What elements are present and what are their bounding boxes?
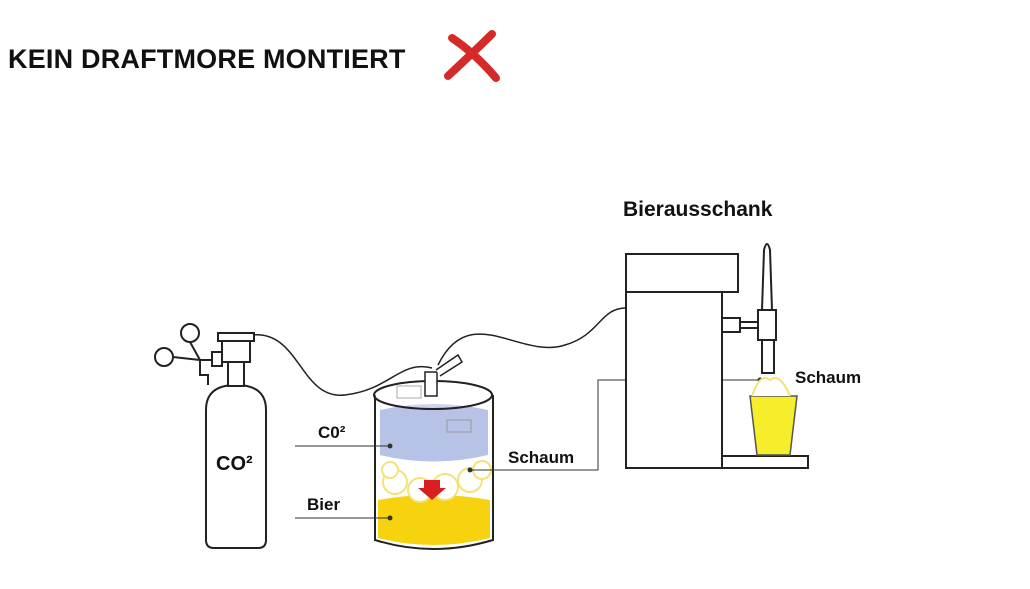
beer-tap: [625, 243, 809, 469]
keg-beer-label: Bier: [307, 495, 341, 514]
tank-label: CO²: [216, 453, 253, 475]
glass-foam-label: Schaum: [795, 368, 862, 387]
co2-hose: [251, 334, 433, 396]
keg-co2-label: C0²: [318, 423, 346, 442]
co2-tank: [154, 323, 267, 549]
tap-heading: Bierausschank: [623, 198, 773, 221]
page-title: KEIN DRAFTMORE MONTIERT: [8, 44, 406, 74]
beer-hose: [437, 307, 627, 366]
red-x-icon: [444, 30, 500, 82]
keg: [373, 353, 494, 550]
keg-foam-label: Schaum: [508, 448, 575, 467]
pressure-arrow-icon: [418, 480, 446, 500]
